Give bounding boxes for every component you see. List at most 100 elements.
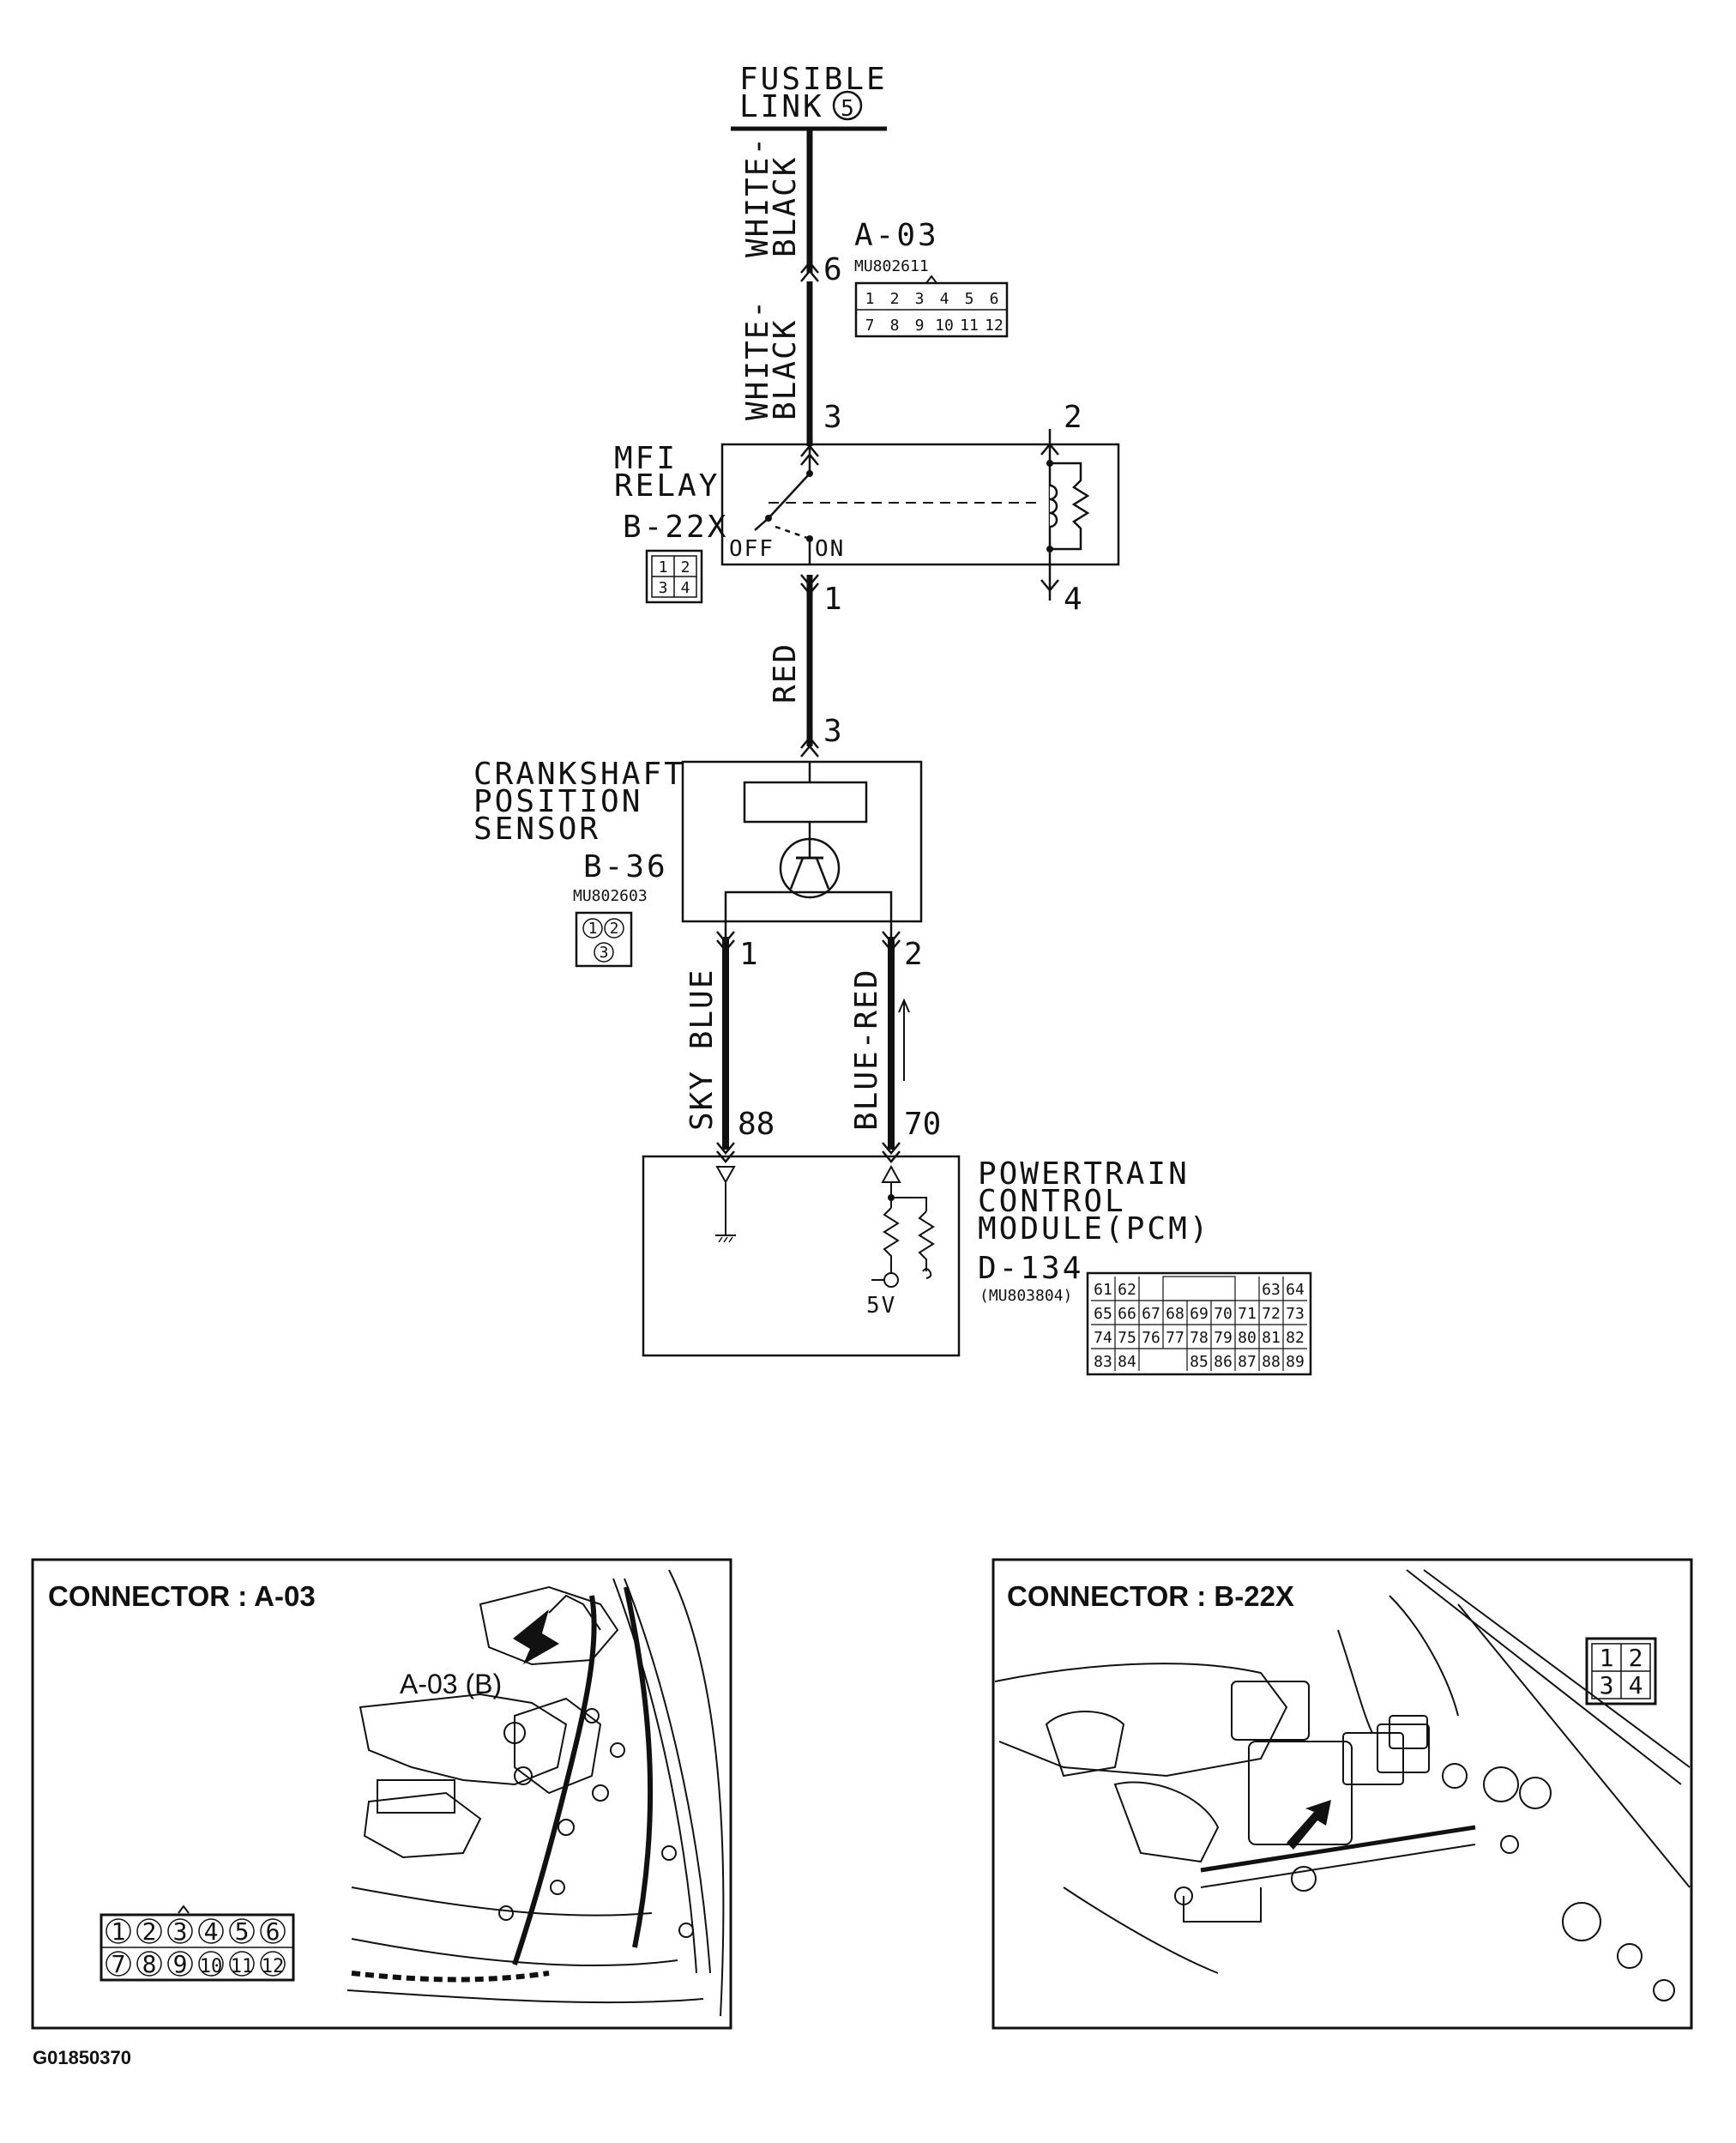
connector-a03-row2: 7 8 9 10 11 12	[865, 317, 1004, 335]
crank-sensor-label-2: POSITION	[473, 784, 642, 819]
svg-text:88: 88	[1262, 1353, 1281, 1371]
pcm-grid-row1: 61 62 63 64	[1094, 1281, 1305, 1299]
connector-b22x-panel: CONNECTOR : B-22X	[992, 1558, 1693, 2030]
svg-text:66: 66	[1118, 1305, 1136, 1323]
svg-text:81: 81	[1262, 1329, 1281, 1347]
crankshaft-sensor: CRANKSHAFT POSITION SENSOR B-36 MU802603…	[473, 757, 923, 968]
svg-text:89: 89	[1286, 1353, 1305, 1371]
pcm: 5V POWERTRAIN CONTROL MODULE(PCM) D-134 …	[642, 1155, 1208, 1357]
svg-text:68: 68	[1166, 1305, 1184, 1323]
pcm-grid-row3: 74 75 76 77 78 79 80 81 82	[1094, 1329, 1305, 1347]
svg-text:3: 3	[173, 1917, 188, 1946]
crank-sensor-box	[681, 760, 923, 923]
svg-text:4: 4	[940, 290, 949, 308]
engine-bay-illustration-right	[994, 1569, 1691, 2001]
panel-frame-right	[992, 1558, 1693, 2030]
panel-right-header: CONNECTOR : B-22X	[1007, 1580, 1294, 1612]
fusible-link-label: FUSIBLE	[739, 62, 888, 97]
pcm-input-triangle	[715, 1166, 736, 1185]
pin-3-relay: 3	[823, 400, 842, 435]
svg-text:85: 85	[1190, 1353, 1209, 1371]
svg-text:1: 1	[659, 558, 668, 576]
connector-a03-row1: 1 2 3 4 5 6	[865, 290, 999, 308]
crank-sensor-connector: 1 2 3	[575, 911, 633, 968]
figure-code: G01850370	[33, 2047, 131, 2068]
arrow-pointer-left	[513, 1609, 559, 1664]
connector-a03-id: A-03	[854, 218, 939, 253]
svg-text:4: 4	[204, 1917, 219, 1946]
fusible-link-label-2: LINK	[739, 89, 824, 124]
wire-label-white-black-1a: WHITE-	[740, 136, 775, 257]
relay-coil	[1049, 484, 1058, 528]
pin-2-sensor: 2	[904, 937, 923, 972]
pcm-voltage: 5V	[866, 1293, 896, 1319]
pin-2-relay: 2	[1064, 400, 1082, 435]
relay-off-label: OFF	[729, 536, 775, 562]
svg-text:2: 2	[610, 920, 619, 938]
mfi-relay-label-2: RELAY	[614, 468, 720, 504]
svg-text:1: 1	[1600, 1644, 1614, 1672]
svg-text:11: 11	[231, 1956, 254, 1977]
svg-text:10: 10	[200, 1956, 223, 1977]
crank-sensor-label-1: CRANKSHAFT	[473, 757, 685, 792]
svg-text:77: 77	[1166, 1329, 1184, 1347]
pin-70: 70	[904, 1107, 941, 1142]
svg-text:74: 74	[1094, 1329, 1112, 1347]
relay-connector-grid: 1 2 3 4	[645, 549, 703, 604]
svg-text:73: 73	[1286, 1305, 1305, 1323]
wire-label-white-black-1b: BLACK	[768, 156, 803, 257]
wire-label-sky-blue: SKY BLUE	[684, 969, 720, 1131]
signal-direction-arrow	[898, 998, 910, 1081]
svg-text:62: 62	[1118, 1281, 1136, 1299]
svg-text:6: 6	[266, 1917, 280, 1946]
svg-text:2: 2	[1629, 1644, 1643, 1672]
mfi-relay-id: B-22X	[623, 510, 728, 545]
connector-a03-diagram: A-03 MU802611 1 2 3 4 5 6 7 8 9 10 11 12	[854, 218, 1009, 338]
fusible-link: FUSIBLE LINK 5	[731, 62, 888, 131]
relay-resistor	[1050, 462, 1090, 551]
svg-text:65: 65	[1094, 1305, 1112, 1323]
pin-88: 88	[738, 1107, 775, 1142]
svg-text:5: 5	[965, 290, 974, 308]
fusible-link-number-circle	[832, 90, 863, 121]
pcm-output-triangle	[881, 1164, 901, 1183]
svg-text:86: 86	[1214, 1353, 1233, 1371]
pcm-id: D-134	[978, 1251, 1083, 1286]
svg-text:2: 2	[681, 558, 690, 576]
pcm-part: (MU803804)	[980, 1287, 1072, 1305]
relay-on-label: ON	[815, 536, 845, 562]
crank-sensor-element	[743, 781, 868, 824]
svg-text:12: 12	[262, 1956, 285, 1977]
wire-label-white-black-2b: BLACK	[768, 319, 803, 420]
svg-text:10: 10	[935, 317, 954, 335]
svg-text:8: 8	[142, 1950, 157, 1978]
wire-label-blue-red: BLUE-RED	[849, 969, 884, 1131]
svg-text:12: 12	[985, 317, 1004, 335]
svg-text:67: 67	[1142, 1305, 1160, 1323]
svg-text:79: 79	[1214, 1329, 1233, 1347]
mfi-relay: MFI RELAY B-22X OFF ON 1 2 3 4	[614, 429, 1120, 604]
svg-text:63: 63	[1262, 1281, 1281, 1299]
svg-text:69: 69	[1190, 1305, 1209, 1323]
crank-sensor-id: B-36	[583, 849, 668, 884]
svg-text:72: 72	[1262, 1305, 1281, 1323]
wire-label-red: RED	[768, 643, 803, 703]
pin-6: 6	[823, 252, 842, 287]
svg-text:3: 3	[600, 944, 609, 962]
svg-text:3: 3	[1600, 1671, 1614, 1699]
pcm-pullup-resistor	[883, 1207, 900, 1273]
svg-text:9: 9	[173, 1950, 188, 1978]
wire-label-white-black-2a: WHITE-	[740, 299, 775, 420]
svg-text:71: 71	[1238, 1305, 1257, 1323]
svg-text:4: 4	[1629, 1671, 1643, 1699]
arrow-pointer-right	[1287, 1800, 1331, 1850]
pin-3-sensor: 3	[823, 714, 842, 749]
svg-text:82: 82	[1286, 1329, 1305, 1347]
svg-text:83: 83	[1094, 1353, 1112, 1371]
connector-a03-part: MU802611	[854, 257, 929, 275]
pcm-connector-grid	[1086, 1271, 1312, 1376]
pin-4-relay: 4	[1064, 582, 1082, 617]
connector-a03-face: 1 2 3 4 5 6 7 8 9 10 11 12	[99, 1905, 295, 1982]
svg-text:7: 7	[865, 317, 875, 335]
